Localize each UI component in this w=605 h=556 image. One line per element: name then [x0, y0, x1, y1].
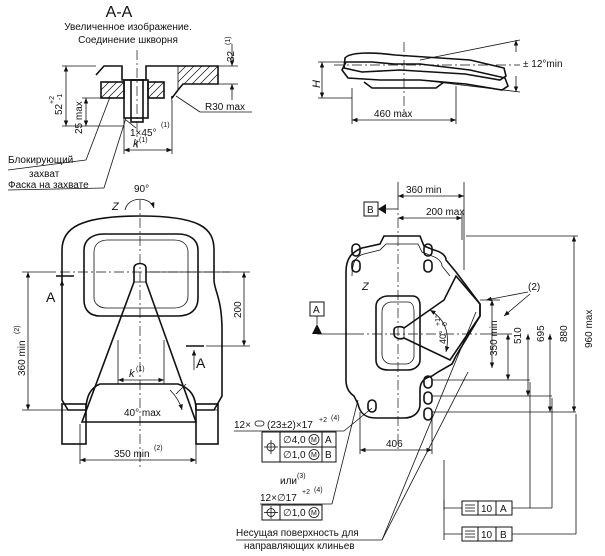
front-dim-350: 350 min	[114, 449, 150, 460]
plan-body	[345, 235, 481, 419]
dim-chamfer: 1×45°	[130, 128, 157, 139]
mmc-icon	[308, 449, 320, 460]
kingpin	[123, 79, 149, 119]
callouts: 12× (23±2)×17 +2 (4) ∅4,0 M A ∅1,0 M	[234, 311, 577, 552]
section-caption-1: Увеличенное изображение.	[64, 21, 192, 33]
plan-dim-40-tol2: 0	[442, 322, 449, 326]
plan-holes	[351, 243, 433, 421]
mmc-icon	[308, 434, 320, 445]
front-dim-360: 360 min	[17, 340, 28, 376]
frame1-row2-mod: M	[311, 452, 317, 459]
dim-32-note: (1)	[225, 36, 232, 45]
frame1-row1-mod: M	[311, 437, 317, 444]
dim-52-tol-upper: +2	[49, 96, 56, 104]
bearing-line-1: Несущая поверхность для	[236, 528, 359, 539]
holes2-note: (4)	[314, 487, 323, 494]
dim-52-tol-lower: -1	[57, 94, 64, 100]
side-plate	[343, 52, 507, 81]
label-lock-1: Блокирующий	[8, 155, 73, 166]
holes2-spec: 12×∅17	[260, 493, 297, 504]
plan-view: B A Z	[309, 182, 595, 454]
dim-k-section: k	[133, 138, 139, 150]
frame2-value: ∅1,0	[283, 508, 306, 519]
plan-note-2: (2)	[528, 282, 540, 293]
front-dim-200: 200	[233, 301, 244, 318]
flatness-icon	[465, 530, 475, 538]
plan-dim-360: 360 min	[406, 185, 442, 196]
holes-tol: +2	[319, 417, 327, 424]
mmc-icon	[308, 507, 320, 518]
datum-b: B	[367, 205, 374, 216]
bearing-line-2: направляющих клиньев	[244, 541, 355, 552]
holes-note: (4)	[331, 415, 340, 422]
plan-dim-200: 200 max	[426, 207, 464, 218]
label-chamfer: Фаска на захвате	[8, 180, 89, 191]
position-icon	[264, 440, 278, 454]
flatness-b-value: 10	[481, 530, 493, 541]
front-section-a-left: A	[46, 289, 56, 305]
flatness-frame-b: 10 B	[443, 414, 577, 542]
dim-h: H	[311, 80, 323, 88]
dim-460: 460 max	[374, 109, 412, 120]
side-view: ± 12°min H 460 max	[311, 39, 563, 124]
flatness-a-datum: A	[500, 504, 507, 515]
plan-dim-695: 695	[536, 325, 547, 342]
plan-dim-350: 350 min	[489, 320, 500, 356]
dim-tilt: ± 12°min	[523, 59, 563, 70]
front-dim-k-note: (1)	[136, 366, 145, 373]
section-title: A-A	[106, 4, 133, 21]
front-section-a-right: A	[196, 355, 206, 371]
holes-spec: (23±2)×17	[267, 420, 313, 431]
section-caption-2: Соединение шкворня	[78, 35, 178, 46]
dim-r30: R30 max	[205, 102, 245, 113]
front-view: 90° Z A A 200 360 min (2)	[14, 184, 250, 470]
or-note: (3)	[297, 473, 306, 480]
datum-a: A	[313, 305, 320, 316]
plan-dim-406: 406	[386, 439, 403, 450]
frame1-row2-value: ∅1,0	[283, 450, 306, 461]
plan-dim-960: 960 max	[584, 310, 595, 348]
front-dim-40: 40° max	[124, 408, 161, 419]
plan-dim-40-tol: +1°	[434, 315, 442, 326]
dim-25: 25 max	[74, 101, 85, 134]
frame1-row1-value: ∅4,0	[283, 435, 306, 446]
section-plate	[95, 65, 219, 101]
section-a-a: A-A Увеличенное изображение. Соединение …	[7, 4, 252, 191]
plan-dim-510: 510	[513, 327, 524, 344]
holes2-tol: +2	[302, 489, 310, 496]
front-dim-k: k	[129, 368, 135, 380]
holes-prefix: 12×	[234, 420, 251, 431]
front-dim-360-note: (2)	[14, 325, 21, 334]
feature-frame-1: ∅4,0 M A ∅1,0 M B	[261, 431, 337, 463]
front-v-slot	[80, 262, 198, 423]
frame1-row2-datum: B	[325, 450, 332, 461]
label-lock-2: захват	[29, 169, 60, 180]
frame1-row1-datum: A	[325, 435, 332, 446]
dim-k-section-note: (1)	[139, 137, 148, 144]
front-dim-350-note: (2)	[154, 445, 163, 452]
plan-dim-40: 40°	[438, 330, 448, 344]
plan-axis-z: Z	[361, 281, 370, 293]
flatness-a-value: 10	[481, 504, 493, 515]
slot-symbol-icon	[254, 420, 265, 427]
front-rotation: 90°	[134, 184, 149, 195]
flatness-icon	[465, 504, 475, 512]
flatness-b-datum: B	[500, 530, 507, 541]
front-axis-z: Z	[111, 201, 120, 213]
front-pocket	[83, 233, 199, 317]
or-text: или	[280, 476, 297, 487]
flatness-frame-a: 10 A	[443, 382, 553, 516]
dim-32: 32	[226, 50, 237, 62]
plan-dim-880: 880	[559, 325, 570, 342]
dim-chamfer-note: (1)	[161, 122, 170, 129]
position-icon	[264, 506, 278, 519]
frame2-mod: M	[311, 510, 317, 517]
feature-frame-2: ∅1,0 M	[261, 504, 323, 521]
dim-52: 52	[54, 103, 65, 115]
